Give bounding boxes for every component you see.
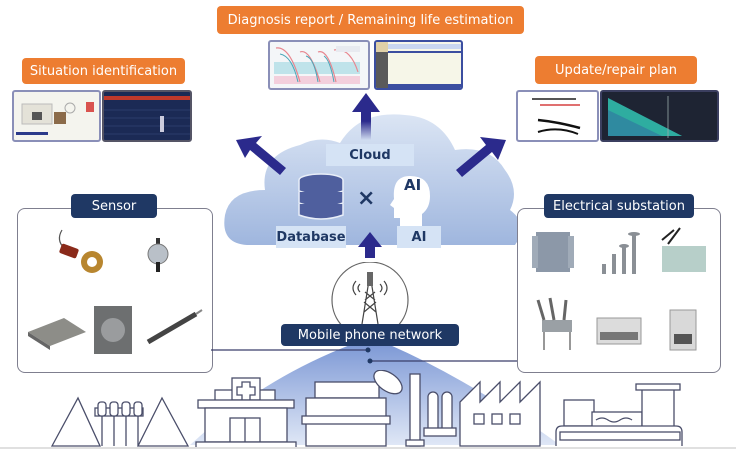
- arrow-to-update-icon: [456, 137, 506, 177]
- degradation-report-thumbnail: [516, 90, 599, 142]
- substation-connection-dot: [367, 358, 373, 364]
- monitoring-dashboard-image: [104, 96, 190, 135]
- situation-identification-label: Situation identification: [22, 58, 185, 84]
- diagnosis-chart-image: [274, 46, 360, 84]
- gas-insulated-switchgear-image: [661, 227, 706, 272]
- building-with-satellite-dish-icon: [301, 370, 403, 447]
- circuit-breaker-image: [536, 297, 572, 350]
- cloud-title: Cloud: [326, 144, 414, 166]
- dam-icon: [50, 396, 190, 447]
- monitoring-dashboard-thumbnail: [102, 90, 192, 142]
- substation-images: [532, 227, 706, 351]
- sensor-title: Sensor: [71, 194, 157, 218]
- substation-title: Electrical substation: [544, 194, 694, 218]
- lifetime-chart-image: [608, 96, 682, 138]
- ai-head-text: AI: [404, 176, 422, 194]
- round-sensor-image: [147, 238, 169, 272]
- mobile-phone-network-label: Mobile phone network: [281, 324, 459, 346]
- hospital-icon: [195, 377, 297, 449]
- times-symbol: ×: [357, 186, 376, 211]
- ai-head-icon: [390, 176, 430, 226]
- cell-tower-icon: [331, 262, 409, 332]
- water-treatment-plant-icon: [555, 383, 683, 446]
- sensor-connection-dot: [365, 347, 371, 353]
- report-table-image: [376, 42, 461, 88]
- sensor-images: [28, 229, 203, 354]
- arrow-up-to-diagnosis-icon: [352, 93, 380, 140]
- equipment-schematic-image: [16, 102, 94, 135]
- database-icon: [298, 173, 344, 220]
- facilities-skyline: [0, 370, 736, 449]
- report-table-thumbnail: [374, 40, 463, 90]
- arrow-to-situation-icon: [236, 136, 286, 175]
- transformer-image: [532, 232, 574, 272]
- factory-icon: [405, 373, 541, 447]
- lifetime-chart-thumbnail: [600, 90, 719, 142]
- rod-sensor-image: [146, 309, 203, 345]
- equipment-schematic-thumbnail: [12, 90, 101, 142]
- switchgear-cabinet-image: [596, 317, 642, 345]
- current-sensor-ring-image: [58, 229, 103, 273]
- vibration-sensor-photo-image: [94, 306, 132, 354]
- diagnosis-chart-thumbnail: [268, 40, 370, 90]
- degradation-report-image: [532, 98, 581, 135]
- ai-label: AI: [397, 226, 441, 248]
- control-cabinet-image: [669, 309, 697, 351]
- arrow-network-to-cloud-icon: [358, 232, 382, 258]
- flat-sensor-box-image: [28, 318, 86, 350]
- arresters-image: [602, 232, 640, 274]
- database-label: Database: [276, 226, 346, 248]
- diagnosis-report-label: Diagnosis report / Remaining life estima…: [217, 6, 524, 34]
- update-repair-plan-label: Update/repair plan: [535, 56, 697, 84]
